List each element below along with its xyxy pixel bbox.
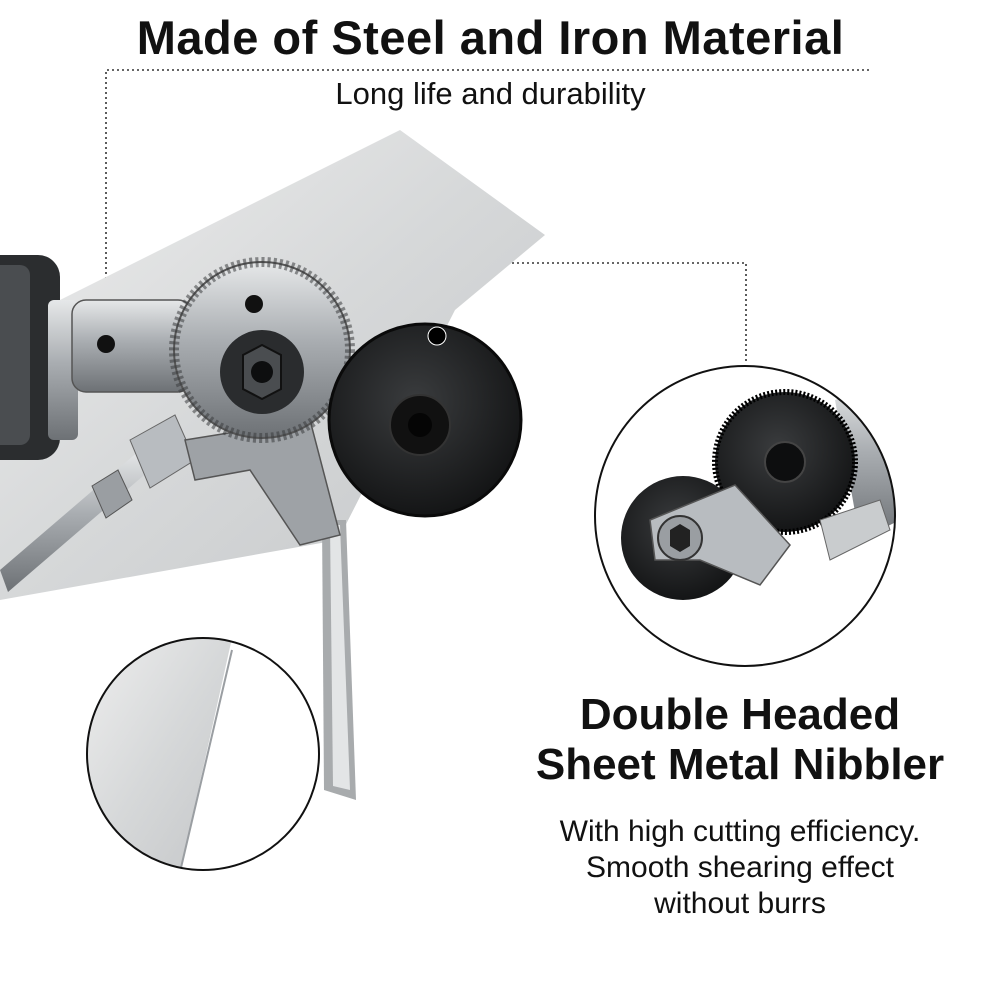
feature-title-line-1: Double Headed [579, 690, 901, 739]
feature-title-line-2: Sheet Metal Nibbler [535, 740, 945, 789]
leader-line-top [105, 69, 870, 344]
drill-body [0, 255, 78, 460]
feature-desc-line-2: Smooth shearing effect [586, 851, 894, 884]
feature-desc-line-1: With high cutting efficiency. [559, 815, 921, 848]
subheadline-durability: Long life and durability [335, 76, 646, 111]
cutting-wheel [327, 322, 523, 518]
extension-rod [0, 414, 196, 592]
headline-material: Made of Steel and Iron Material [136, 11, 845, 64]
feature-desc-line-3: without burrs [654, 887, 826, 920]
detail-inset [594, 365, 896, 667]
sheet-metal-strip-highlight [330, 525, 350, 790]
nibbler-head [71, 257, 355, 546]
sheet-edge-inset [86, 637, 320, 871]
feature-description: With high cutting efficiency. Smooth she… [500, 814, 980, 922]
feature-title: Double Headed Sheet Metal Nibbler [500, 690, 980, 790]
